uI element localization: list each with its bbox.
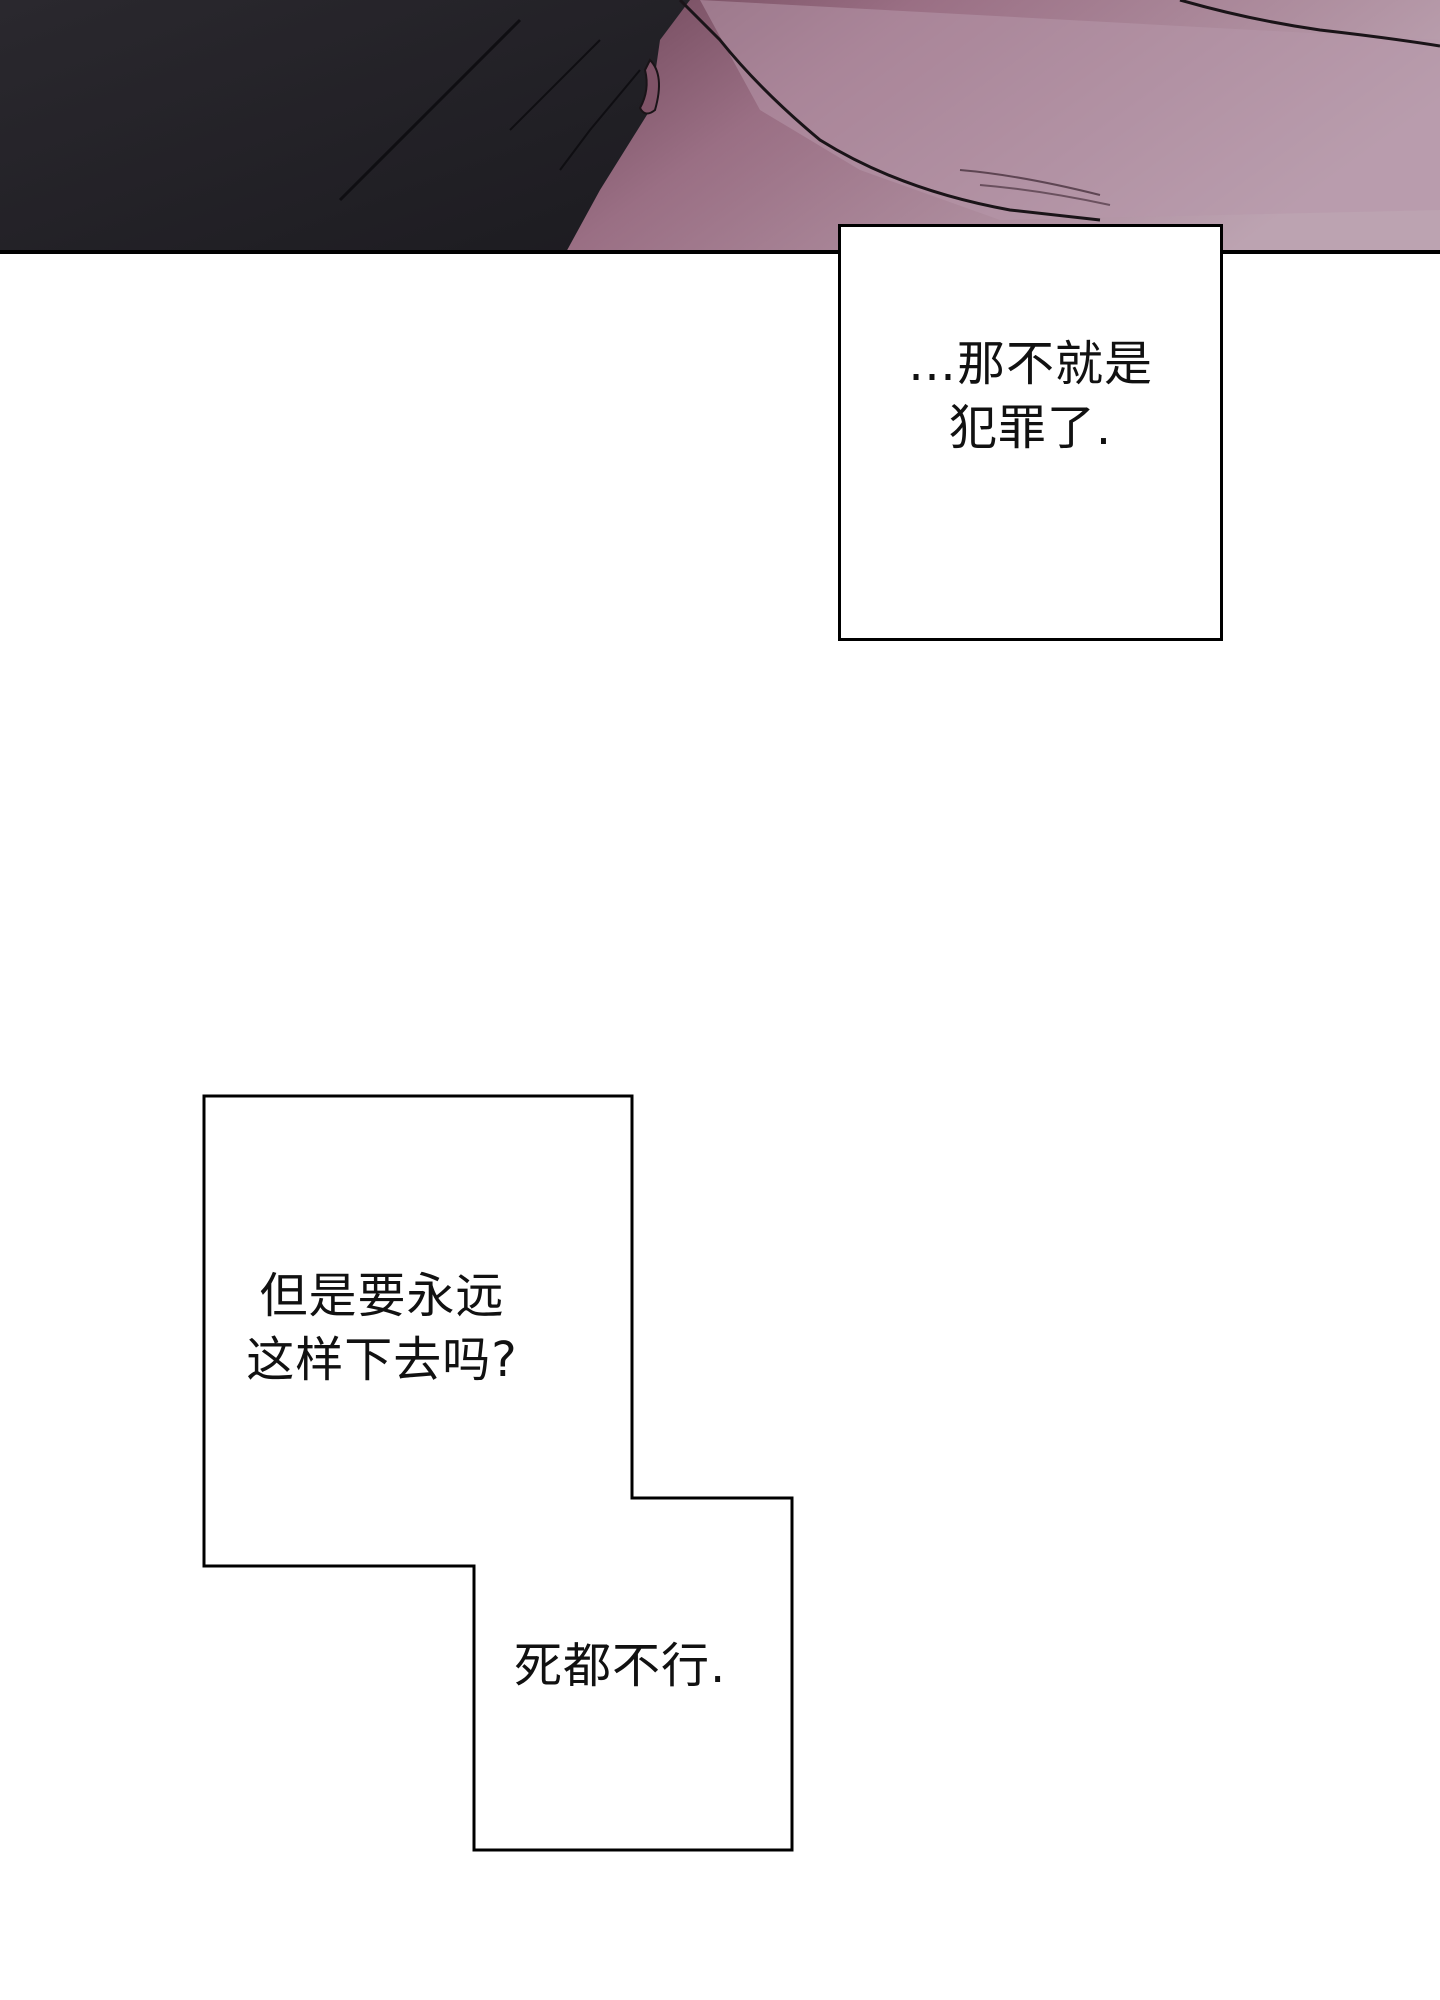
- caption-box: …那不就是 犯罪了.: [838, 224, 1223, 641]
- caption-group-outline: [202, 1094, 794, 1852]
- caption-text: 但是要永远 这样下去吗?: [246, 1268, 518, 1388]
- knuckle-shape: [638, 58, 660, 115]
- caption-group: 但是要永远 这样下去吗? 死都不行.: [202, 1094, 795, 1853]
- caption-text: …那不就是 犯罪了.: [907, 335, 1153, 456]
- top-scene-panel: [0, 0, 1440, 254]
- dark-clothing: [0, 0, 690, 254]
- top-scene-illustration: [0, 0, 1440, 254]
- caption-text: 死都不行.: [514, 1638, 727, 1694]
- arm-highlight: [700, 0, 1440, 220]
